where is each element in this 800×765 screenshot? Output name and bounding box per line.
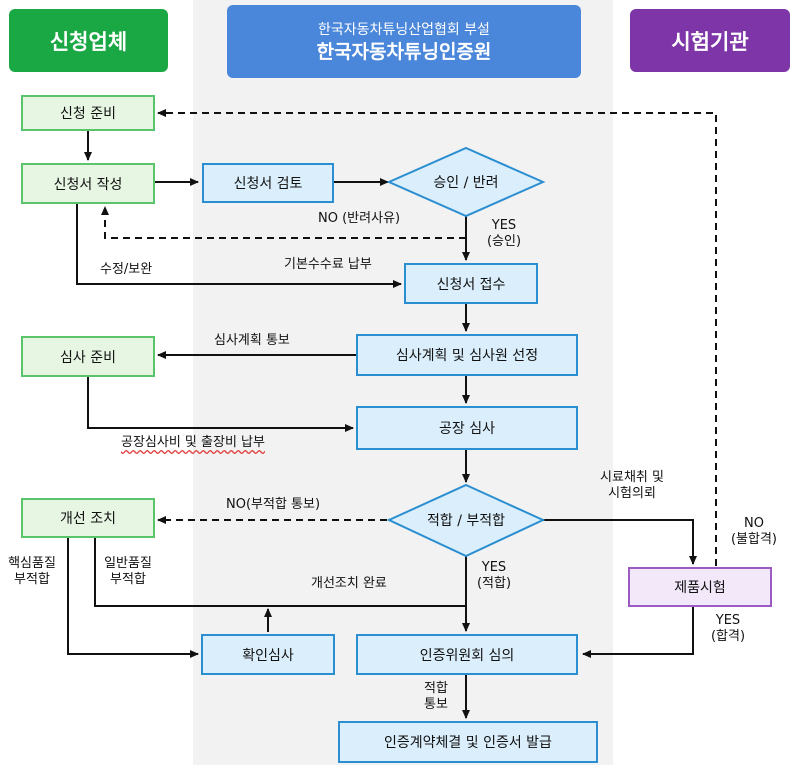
label-yes-approve-line2: (승인): [486, 234, 522, 249]
node-factory-audit-label: 공장 심사: [439, 421, 495, 437]
arrow-general-fail: [94, 538, 465, 607]
node-issue-certificate-label: 인증계약체결 및 인증서 발급: [384, 735, 552, 751]
node-verification-audit: 확인심사: [201, 634, 335, 675]
label-yes-pass: YES (합격): [704, 613, 752, 645]
arrow-prepare-audit-to-factory: [87, 377, 354, 432]
label-plan-notice: 심사계획 통보: [214, 333, 290, 348]
node-prepare-application: 신청 준비: [21, 95, 155, 131]
label-yes-pass-line1: YES: [715, 613, 741, 628]
arrow-conform-to-test: [543, 519, 697, 565]
label-no-nonconform: NO(부적합 통보): [226, 497, 321, 512]
label-general-fail-line2: 부적합: [110, 572, 146, 587]
label-revise: 수정/보완: [100, 262, 153, 277]
node-prepare-audit-label: 심사 준비: [60, 349, 116, 366]
node-receive-application-label: 신청서 접수: [436, 276, 506, 293]
label-conform-notice: 적합 통보: [418, 681, 454, 713]
label-audit-fee-text: 공장심사비 및 출장비 납부: [121, 435, 265, 450]
lane-header-center-sub: 한국자동차튜닝산업협회 부설: [318, 21, 490, 38]
node-committee: 인증위원회 심의: [356, 634, 578, 675]
lane-header-lab-label: 시험기관: [671, 29, 749, 54]
label-conform-notice-line1: 적합: [424, 681, 448, 696]
arrow-core-fail-to-verify: [67, 538, 199, 658]
label-yes-conform-line2: (적합): [476, 576, 512, 591]
label-sampling-line2: 시험의뢰: [608, 486, 656, 501]
label-yes-conform: YES (적합): [474, 560, 514, 592]
arrow-test-pass-to-committee: [582, 607, 694, 658]
node-verification-audit-label: 확인심사: [242, 647, 294, 664]
lane-header-center-main: 한국자동차튜닝인증원: [316, 40, 492, 63]
node-product-test-label: 제품시험: [674, 580, 726, 596]
node-factory-audit: 공장 심사: [356, 406, 578, 450]
node-review-application: 신청서 검토: [202, 163, 334, 203]
label-general-fail: 일반품질 부적합: [100, 556, 156, 588]
node-issue-certificate: 인증계약체결 및 인증서 발급: [338, 721, 598, 763]
label-sampling: 시료채취 및 시험의뢰: [590, 470, 674, 502]
label-core-fail-line2: 부적합: [14, 572, 50, 587]
label-no-fail-line1: NO: [744, 516, 764, 531]
label-core-fail-line1: 핵심품질: [8, 556, 56, 571]
lane-header-center: 한국자동차튜닝산업협회 부설 한국자동차튜닝인증원: [227, 5, 581, 78]
label-yes-approve: YES (승인): [484, 218, 524, 250]
node-committee-label: 인증위원회 심의: [419, 647, 515, 664]
lane-header-applicant-label: 신청업체: [49, 29, 128, 54]
node-audit-plan-label: 심사계획 및 심사원 선정: [395, 348, 539, 364]
node-receive-application: 신청서 접수: [404, 263, 538, 304]
label-sampling-line1: 시료채취 및: [600, 470, 664, 485]
node-corrective-action: 개선 조치: [21, 498, 155, 538]
arrow-fail-back: [157, 109, 717, 566]
node-review-application-label: 신청서 검토: [233, 176, 303, 192]
decision-approve-reject-label: 승인 / 반려: [433, 175, 499, 191]
node-product-test: 제품시험: [628, 567, 772, 607]
label-yes-approve-line1: YES: [491, 218, 517, 233]
lane-header-lab: 시험기관: [630, 9, 790, 72]
label-no-fail: NO (불합격): [722, 516, 786, 548]
node-corrective-action-label: 개선 조치: [60, 511, 116, 527]
label-audit-fee: 공장심사비 및 출장비 납부: [121, 435, 265, 451]
lane-header-applicant: 신청업체: [9, 9, 168, 72]
label-no-reject: NO (반려사유): [318, 211, 401, 226]
node-write-application: 신청서 작성: [21, 163, 155, 204]
label-fee: 기본수수료 납부: [284, 257, 372, 272]
diamond-conform-decision: [386, 483, 546, 558]
node-audit-plan: 심사계획 및 심사원 선정: [356, 334, 578, 376]
diamond-approve-reject: [386, 146, 546, 218]
node-prepare-audit: 심사 준비: [21, 336, 155, 377]
label-general-fail-line1: 일반품질: [104, 556, 152, 571]
label-yes-pass-line2: (합격): [710, 629, 746, 644]
arrow-revise-to-receive: [76, 204, 402, 288]
arrow-reject-back: [101, 206, 466, 239]
label-no-fail-line2: (불합격): [730, 532, 778, 547]
node-write-application-label: 신청서 작성: [53, 176, 123, 193]
label-conform-notice-line2: 통보: [424, 697, 448, 712]
label-yes-conform-line1: YES: [481, 560, 507, 575]
node-prepare-application-label: 신청 준비: [60, 106, 116, 122]
decision-conform-label: 적합 / 부적합: [426, 513, 506, 529]
label-corrective-done: 개선조치 완료: [311, 576, 387, 591]
label-core-fail: 핵심품질 부적합: [4, 556, 60, 588]
